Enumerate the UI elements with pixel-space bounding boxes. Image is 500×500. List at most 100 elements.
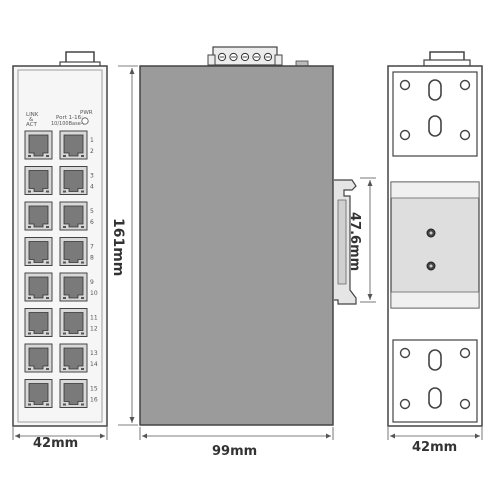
- port-led: [28, 226, 31, 228]
- port-led: [46, 332, 49, 335]
- height-label: 161mm: [110, 218, 126, 276]
- port-led: [46, 155, 49, 157]
- back-width-label: 42mm: [412, 440, 457, 455]
- port-led: [81, 190, 84, 193]
- bottom-plate-hole-bl: [399, 398, 411, 410]
- top-keyhole-upper: [428, 79, 442, 101]
- port-speed-label: 10/100Base-T: [51, 121, 86, 127]
- port-number-label: 1: [90, 137, 94, 144]
- back-top-mount: [423, 59, 471, 67]
- terminal-screws: [217, 52, 273, 62]
- din-screw-upper-center: [429, 231, 433, 235]
- port-number-label: 15: [90, 386, 98, 393]
- port-number-label: 7: [90, 244, 94, 251]
- bottom-plate-hole-tl: [399, 347, 411, 359]
- port-led: [28, 155, 31, 157]
- rj45-port: [59, 201, 88, 231]
- port-number-label: 14: [90, 361, 98, 368]
- port-number-label: 12: [90, 326, 98, 333]
- port-number-label: 4: [90, 184, 94, 191]
- back-width-arrow-right: [475, 433, 480, 439]
- port-led: [46, 190, 49, 193]
- port-led: [63, 332, 66, 335]
- din-rail-label: 47.6mm: [347, 212, 362, 271]
- side-width-arrow-right: [326, 433, 331, 439]
- port-led: [81, 368, 84, 370]
- port-led: [63, 261, 66, 264]
- top-plate-hole-br: [459, 129, 471, 141]
- rj45-port: [24, 308, 53, 337]
- port-led: [81, 226, 84, 228]
- front-panel-border: [17, 69, 103, 423]
- front-width-arrow-left: [15, 433, 20, 439]
- port-number-label: 2: [90, 148, 94, 155]
- side-view: [139, 46, 357, 426]
- rj45-port: [59, 237, 88, 266]
- rj45-port-socket: [63, 312, 84, 334]
- port-led: [63, 297, 66, 299]
- rj45-port-socket: [63, 241, 84, 263]
- port-number-label: 11: [90, 315, 98, 322]
- rj45-port-socket: [63, 205, 84, 228]
- din-bracket-top-flange: [390, 181, 480, 199]
- port-number-label: 6: [90, 219, 94, 226]
- side-width-arrow-left: [142, 433, 147, 439]
- port-led: [81, 297, 84, 299]
- port-led: [63, 368, 66, 370]
- din-rail-bracket: [390, 181, 480, 309]
- rj45-port-socket: [28, 276, 49, 299]
- port-led: [46, 368, 49, 370]
- front-view: LINK & ACT Port 1-16: 10/100Base-T PWR 1…: [12, 51, 108, 427]
- port-led: [81, 332, 84, 335]
- rj45-port-socket: [63, 383, 84, 405]
- rj45-port: [24, 237, 53, 266]
- rj45-port: [24, 130, 53, 160]
- port-led: [63, 190, 66, 193]
- rj45-port-socket: [63, 170, 84, 192]
- port-grid: [24, 130, 88, 408]
- rj45-port-socket: [28, 205, 49, 228]
- port-led: [63, 226, 66, 228]
- top-keyhole-lower: [428, 115, 442, 137]
- port-number-label: 16: [90, 397, 98, 404]
- rj45-port-socket: [28, 383, 49, 405]
- rj45-port-socket: [63, 347, 84, 370]
- front-width-dimension: 42mm: [12, 427, 108, 451]
- din-arrow-top: [367, 180, 373, 186]
- rj45-port: [59, 343, 88, 373]
- bottom-plate-hole-tr: [459, 347, 471, 359]
- side-width-dimension: 99mm: [139, 427, 334, 459]
- led-label-and: &: [29, 117, 34, 123]
- front-width-label: 42mm: [33, 436, 78, 451]
- top-plate-hole-tl: [399, 79, 411, 91]
- rj45-port-socket: [28, 134, 49, 157]
- rj45-port-socket: [28, 170, 49, 192]
- rj45-port-socket: [63, 276, 84, 299]
- rj45-port: [24, 272, 53, 302]
- din-rail-clip-slot: [337, 199, 347, 285]
- side-width-label: 99mm: [212, 444, 257, 459]
- din-bracket-bottom-flange: [390, 291, 480, 309]
- port-led: [63, 155, 66, 157]
- rj45-port: [24, 379, 53, 408]
- height-arrow-bottom: [129, 417, 135, 423]
- front-width-arrow-right: [100, 433, 105, 439]
- bottom-keyhole-lower: [428, 387, 442, 409]
- port-led: [81, 155, 84, 157]
- port-led: [46, 261, 49, 264]
- rj45-port: [59, 272, 88, 302]
- port-led: [28, 368, 31, 370]
- height-arrow-top: [129, 68, 135, 74]
- terminal-left-tab: [207, 54, 216, 66]
- rj45-port-socket: [28, 312, 49, 334]
- bottom-keyhole-upper: [428, 349, 442, 371]
- rj45-port: [24, 201, 53, 231]
- rj45-port: [59, 379, 88, 408]
- port-led: [46, 226, 49, 228]
- back-width-arrow-left: [390, 433, 395, 439]
- led-label-act: ACT: [26, 122, 38, 128]
- port-led: [28, 261, 31, 264]
